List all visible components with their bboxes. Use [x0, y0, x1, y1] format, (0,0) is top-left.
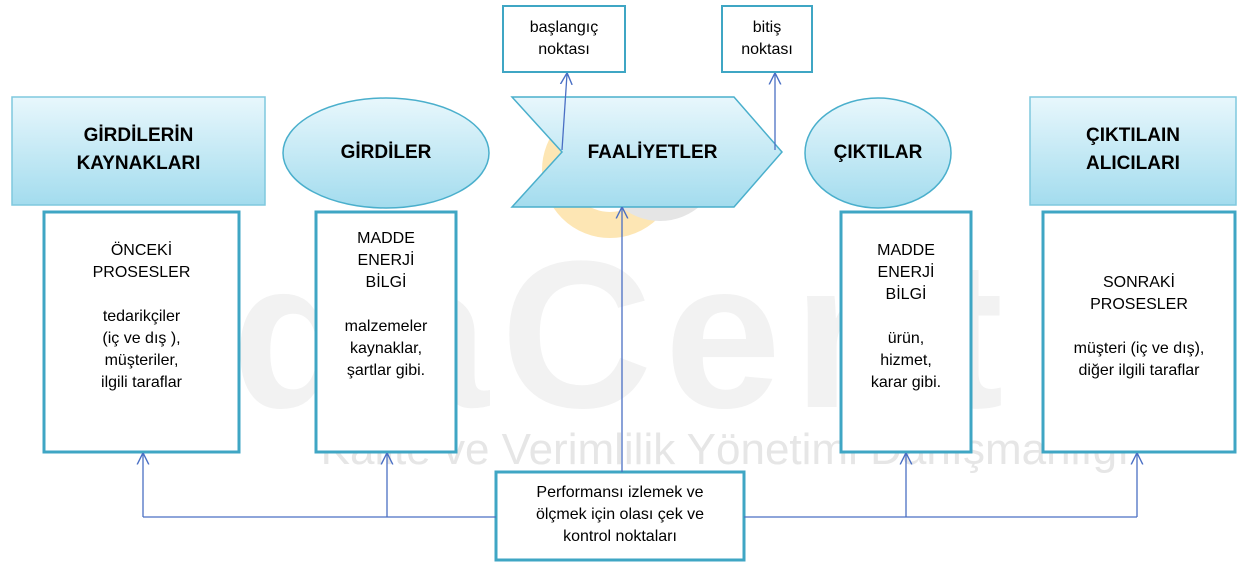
inputs-detail: MADDE ENERJİ BİLGİ malzemeler kaynaklar,… — [344, 230, 428, 379]
outputs-header-shape — [804, 97, 952, 209]
start-point-label: başlangıç noktası — [529, 19, 599, 58]
receivers-header-shape — [1029, 96, 1237, 206]
sources-header-shape — [11, 96, 266, 206]
activities-header-shape — [510, 96, 783, 208]
start-point-box — [502, 5, 626, 73]
start-point-arrow — [562, 74, 567, 151]
receivers-detail-box — [1041, 210, 1237, 454]
receivers-header: ÇIKTILAIN ALICILARI — [1086, 125, 1180, 174]
end-point-box — [721, 5, 813, 73]
outputs-detail: MADDE ENERJİ BİLGİ ürün, hizmet, karar g… — [870, 242, 942, 391]
end-point-label: bitiş noktası — [741, 19, 793, 58]
monitor-box — [494, 470, 746, 562]
receivers-detail: SONRAKİ PROSESLER müşteri (iç ve dış), d… — [1073, 274, 1205, 379]
sources-detail-box — [42, 210, 241, 454]
outputs-detail-box — [839, 210, 973, 454]
sources-detail: ÖNCEKİ PROSESLER tedarikçiler (iç ve dış… — [92, 242, 191, 391]
inputs-header-shape — [282, 97, 490, 209]
monitor-label: Performansı izlemek ve ölçmek için olası… — [535, 484, 705, 545]
activities-header: FAALİYETLER — [587, 142, 718, 163]
sources-header: GİRDİLERİN KAYNAKLARI — [76, 125, 201, 174]
inputs-detail-box — [314, 210, 458, 454]
inputs-header: GİRDİLER — [340, 142, 432, 163]
outputs-header: ÇIKTILAR — [833, 142, 923, 163]
